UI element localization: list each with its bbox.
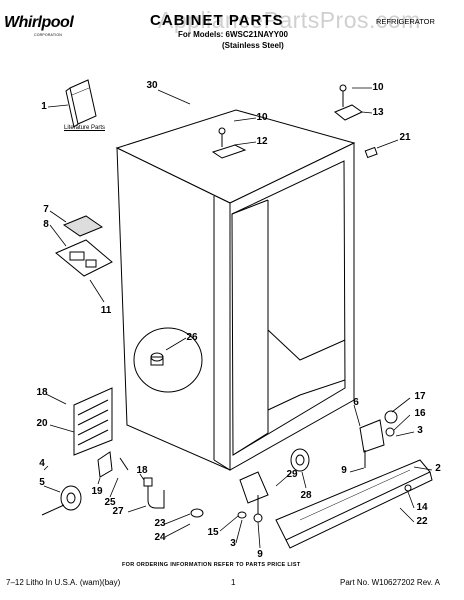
leveling-leg <box>239 471 269 523</box>
toe-grille <box>275 459 433 549</box>
callout-25: 25 <box>104 497 116 508</box>
cabinet-shell <box>115 109 356 471</box>
literature-booklet <box>65 79 97 128</box>
roller-left <box>41 485 82 516</box>
control-board <box>55 239 113 277</box>
grille-screw <box>404 484 412 492</box>
callout-23: 23 <box>154 518 166 529</box>
callout-21: 21 <box>399 132 411 143</box>
dispenser-grommet-base <box>150 356 164 366</box>
callout-13: 13 <box>372 107 384 118</box>
callout-29: 29 <box>286 469 298 480</box>
callout-30: 30 <box>146 80 158 91</box>
page-title: CABINET PARTS <box>150 12 284 29</box>
callout-14: 14 <box>416 502 428 513</box>
water-tube <box>143 477 165 509</box>
callout-28: 28 <box>300 490 312 501</box>
callout-3-right: 3 <box>417 425 423 436</box>
callout-19: 19 <box>91 486 103 497</box>
control-cover <box>62 215 104 237</box>
callout-3-lower: 3 <box>230 538 236 549</box>
callout-10-center: 10 <box>256 112 268 123</box>
callout-12: 12 <box>256 136 268 147</box>
callout-27: 27 <box>112 506 124 517</box>
callout-26: 26 <box>186 332 198 343</box>
leveling-screw <box>237 511 247 519</box>
callout-4: 4 <box>39 458 45 469</box>
callout-15: 15 <box>207 527 219 538</box>
callout-20: 20 <box>36 418 48 429</box>
callout-2: 2 <box>435 463 441 474</box>
callout-10-right: 10 <box>372 82 384 93</box>
callout-18-upper: 18 <box>36 387 48 398</box>
roller-right <box>290 448 310 472</box>
leveling-bracket-left <box>97 451 129 478</box>
watermark-text: AppliancePartsPros.com <box>158 7 421 33</box>
callout-17: 17 <box>414 391 426 402</box>
page-number: 1 <box>231 578 236 587</box>
model-finish: (Stainless Steel) <box>222 41 284 50</box>
rear-panel <box>73 387 113 456</box>
callout-18-lower: 18 <box>136 465 148 476</box>
hinge-cap <box>364 146 378 159</box>
appliance-category: REFRIGERATOR <box>376 17 435 26</box>
callout-7: 7 <box>43 204 49 215</box>
top-hinge-right <box>334 84 363 121</box>
top-hinge-center <box>211 127 247 159</box>
litho-code: 7–12 Litho In U.S.A. (wam)(bay) <box>6 578 121 587</box>
brand-logo: Whirlpool <box>4 14 74 31</box>
callout-11: 11 <box>100 305 112 316</box>
model-number: For Models: 6WSC21NAYY00 <box>178 30 288 39</box>
callout-8: 8 <box>43 219 49 230</box>
valve-clip <box>190 508 204 518</box>
leveling-bracket-right <box>359 410 398 468</box>
callout-16: 16 <box>414 408 426 419</box>
callout-1: 1 <box>41 101 47 112</box>
brand-logo-subtitle: CORPORATION <box>34 33 62 37</box>
part-number: Part No. W10627202 Rev. A <box>340 578 440 587</box>
ordering-note: FOR ORDERING INFORMATION REFER TO PARTS … <box>122 562 301 568</box>
callout-22: 22 <box>416 516 428 527</box>
callout-6: 6 <box>353 397 359 408</box>
callout-5: 5 <box>39 477 45 488</box>
dispenser-opening <box>133 327 203 393</box>
literature-parts-label: Literature Parts <box>64 125 106 131</box>
callout-9-lower: 9 <box>257 549 263 560</box>
callout-24: 24 <box>154 532 166 543</box>
callout-9-right: 9 <box>341 465 347 476</box>
leader-lines <box>43 87 433 549</box>
